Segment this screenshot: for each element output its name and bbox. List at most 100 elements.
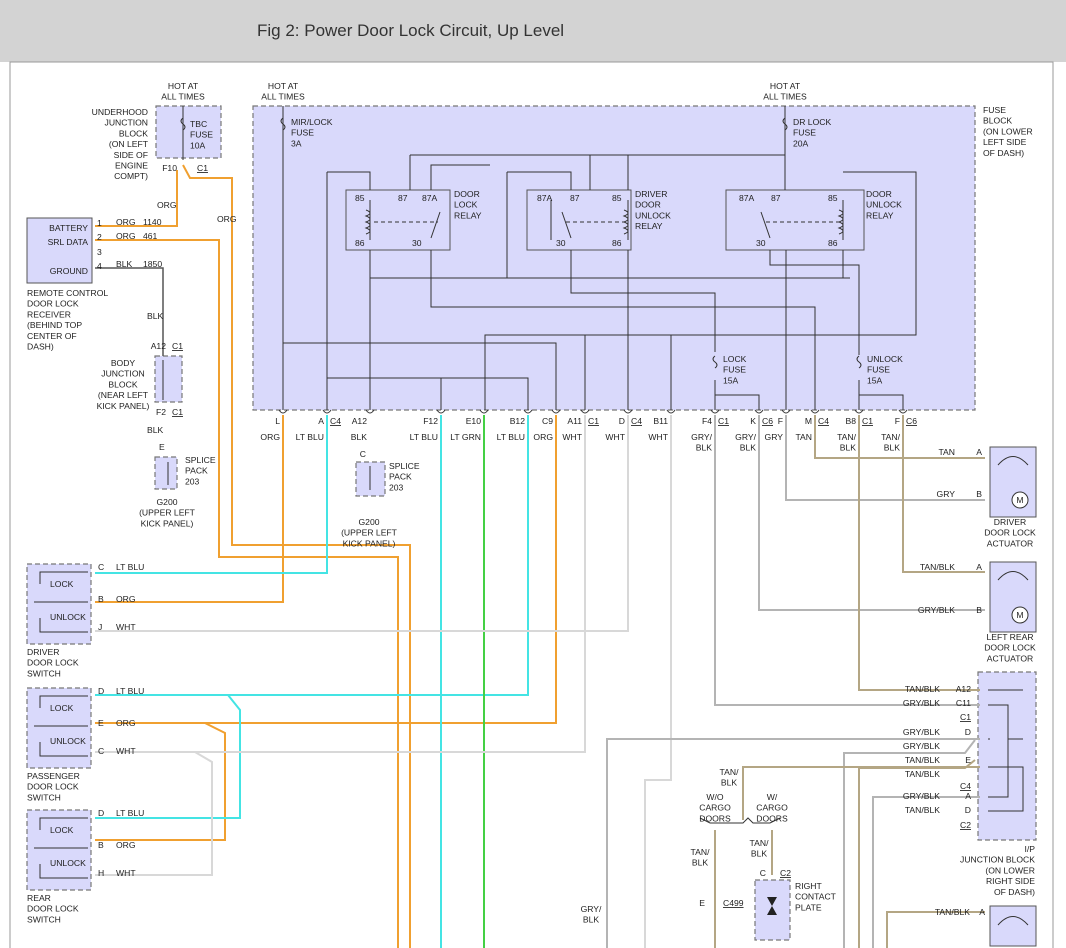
relay-pin: 30: [556, 238, 566, 248]
connector-pin: C9: [542, 416, 553, 426]
wire-color-label: WHT: [116, 622, 136, 632]
wire-color-label: GRY/BLK: [903, 698, 940, 708]
connector-terminal-icon: [623, 409, 633, 414]
switch-pin: D: [98, 686, 104, 696]
driver-door-lock-switch[interactable]: [26, 563, 92, 645]
wire-color-label: LT BLU: [116, 686, 144, 696]
actuator-pin: A: [976, 447, 982, 457]
wire-color-label: WHT: [648, 432, 668, 442]
wire-color-label: GRY/BLK: [903, 727, 940, 737]
wire-color-label: ORG: [260, 432, 280, 442]
actuator-pin: B: [976, 605, 982, 615]
passenger-door-lock-switch[interactable]: [26, 687, 92, 769]
contact-plate-icon: [767, 897, 777, 915]
switch-pin: J: [98, 622, 102, 632]
lock-label: LOCK: [50, 825, 74, 835]
wire-color-label: ORG: [116, 840, 136, 850]
connector-pin: M: [805, 416, 812, 426]
wire-color: TAN/BLK: [920, 562, 955, 572]
switch-pin: B: [98, 840, 104, 850]
connector-pin: A: [318, 416, 324, 426]
underhood-conn: C1: [197, 163, 208, 173]
body-jb-conn: C1: [172, 407, 183, 417]
relay-pin: 87A: [422, 193, 438, 203]
connector-pin: F4: [702, 416, 712, 426]
wire-color: TAN/BLK: [935, 907, 970, 917]
receiver-pin-num: 2: [97, 232, 102, 242]
driver-door-unlock-relay: [526, 189, 632, 251]
c499-pin: E: [699, 898, 705, 908]
connector-id: C1: [718, 416, 729, 426]
figure-title: Fig 2: Power Door Lock Circuit, Up Level: [257, 21, 565, 40]
body-jb-pin: F2: [156, 407, 166, 417]
ip-jb-pin: D: [965, 727, 971, 737]
body-jb-conn: C1: [172, 341, 183, 351]
connector-pin: B11: [653, 416, 668, 426]
connector-pin: F12: [423, 416, 438, 426]
ip-jb-pin: E: [965, 755, 971, 765]
remote-receiver-box: [26, 217, 93, 284]
rear-door-lock-switch[interactable]: [26, 809, 92, 891]
actuator-pin: B: [976, 489, 982, 499]
splice-pack-left: [154, 456, 178, 490]
wire-color: ORG: [116, 217, 136, 227]
connector-id: C1: [862, 416, 873, 426]
ip-jb-pin: A12: [956, 684, 972, 694]
plate-conn: C2: [780, 868, 791, 878]
connector-id: C4: [818, 416, 829, 426]
circuit-number: 1850: [143, 259, 162, 269]
wire-color: GRY/BLK: [918, 605, 955, 615]
relay-pin: 85: [828, 193, 838, 203]
relay-pin: 86: [828, 238, 838, 248]
body-jb-pin: A12: [151, 341, 167, 351]
switch-contacts-icon: [34, 695, 88, 757]
connector-pin: E10: [466, 416, 482, 426]
connector-id: C4: [960, 781, 971, 791]
relay-pin: 87: [570, 193, 580, 203]
wire-color: ORG: [116, 231, 136, 241]
connector-pin: F: [895, 416, 900, 426]
relay-pin: 85: [612, 193, 622, 203]
wire-color-label: BLK: [351, 432, 368, 442]
lock-label: LOCK: [50, 579, 74, 589]
unlock-label: UNLOCK: [50, 858, 86, 868]
relay-pin: 86: [612, 238, 622, 248]
underhood-junction-block: [155, 105, 222, 159]
connector-pin: D: [619, 416, 625, 426]
connector-pin: A12: [352, 416, 368, 426]
wire-color-label: LT GRN: [450, 432, 481, 442]
switch-pin: C: [98, 562, 104, 572]
relay-pin: 87: [771, 193, 781, 203]
wire-color-label: WHT: [116, 868, 136, 878]
relay-pin: 87: [398, 193, 408, 203]
wire-color-label: TAN/BLK: [905, 684, 940, 694]
c499-connector: C499: [723, 898, 744, 908]
switch-contacts-icon: [34, 571, 88, 633]
wire-color-label: ORG: [116, 718, 136, 728]
connector-terminal-icon: [666, 409, 676, 414]
connector-terminal-icon: [479, 409, 489, 414]
connector-terminal-icon: [854, 409, 864, 414]
body-jb-wire: BLK: [147, 311, 164, 321]
connector-terminal-icon: [898, 409, 908, 414]
connector-id: C6: [762, 416, 773, 426]
wire-color: TAN/BLK: [720, 767, 740, 788]
relay-pin: 30: [756, 238, 766, 248]
door-unlock-relay: [725, 189, 865, 251]
connector-id: C6: [906, 416, 917, 426]
